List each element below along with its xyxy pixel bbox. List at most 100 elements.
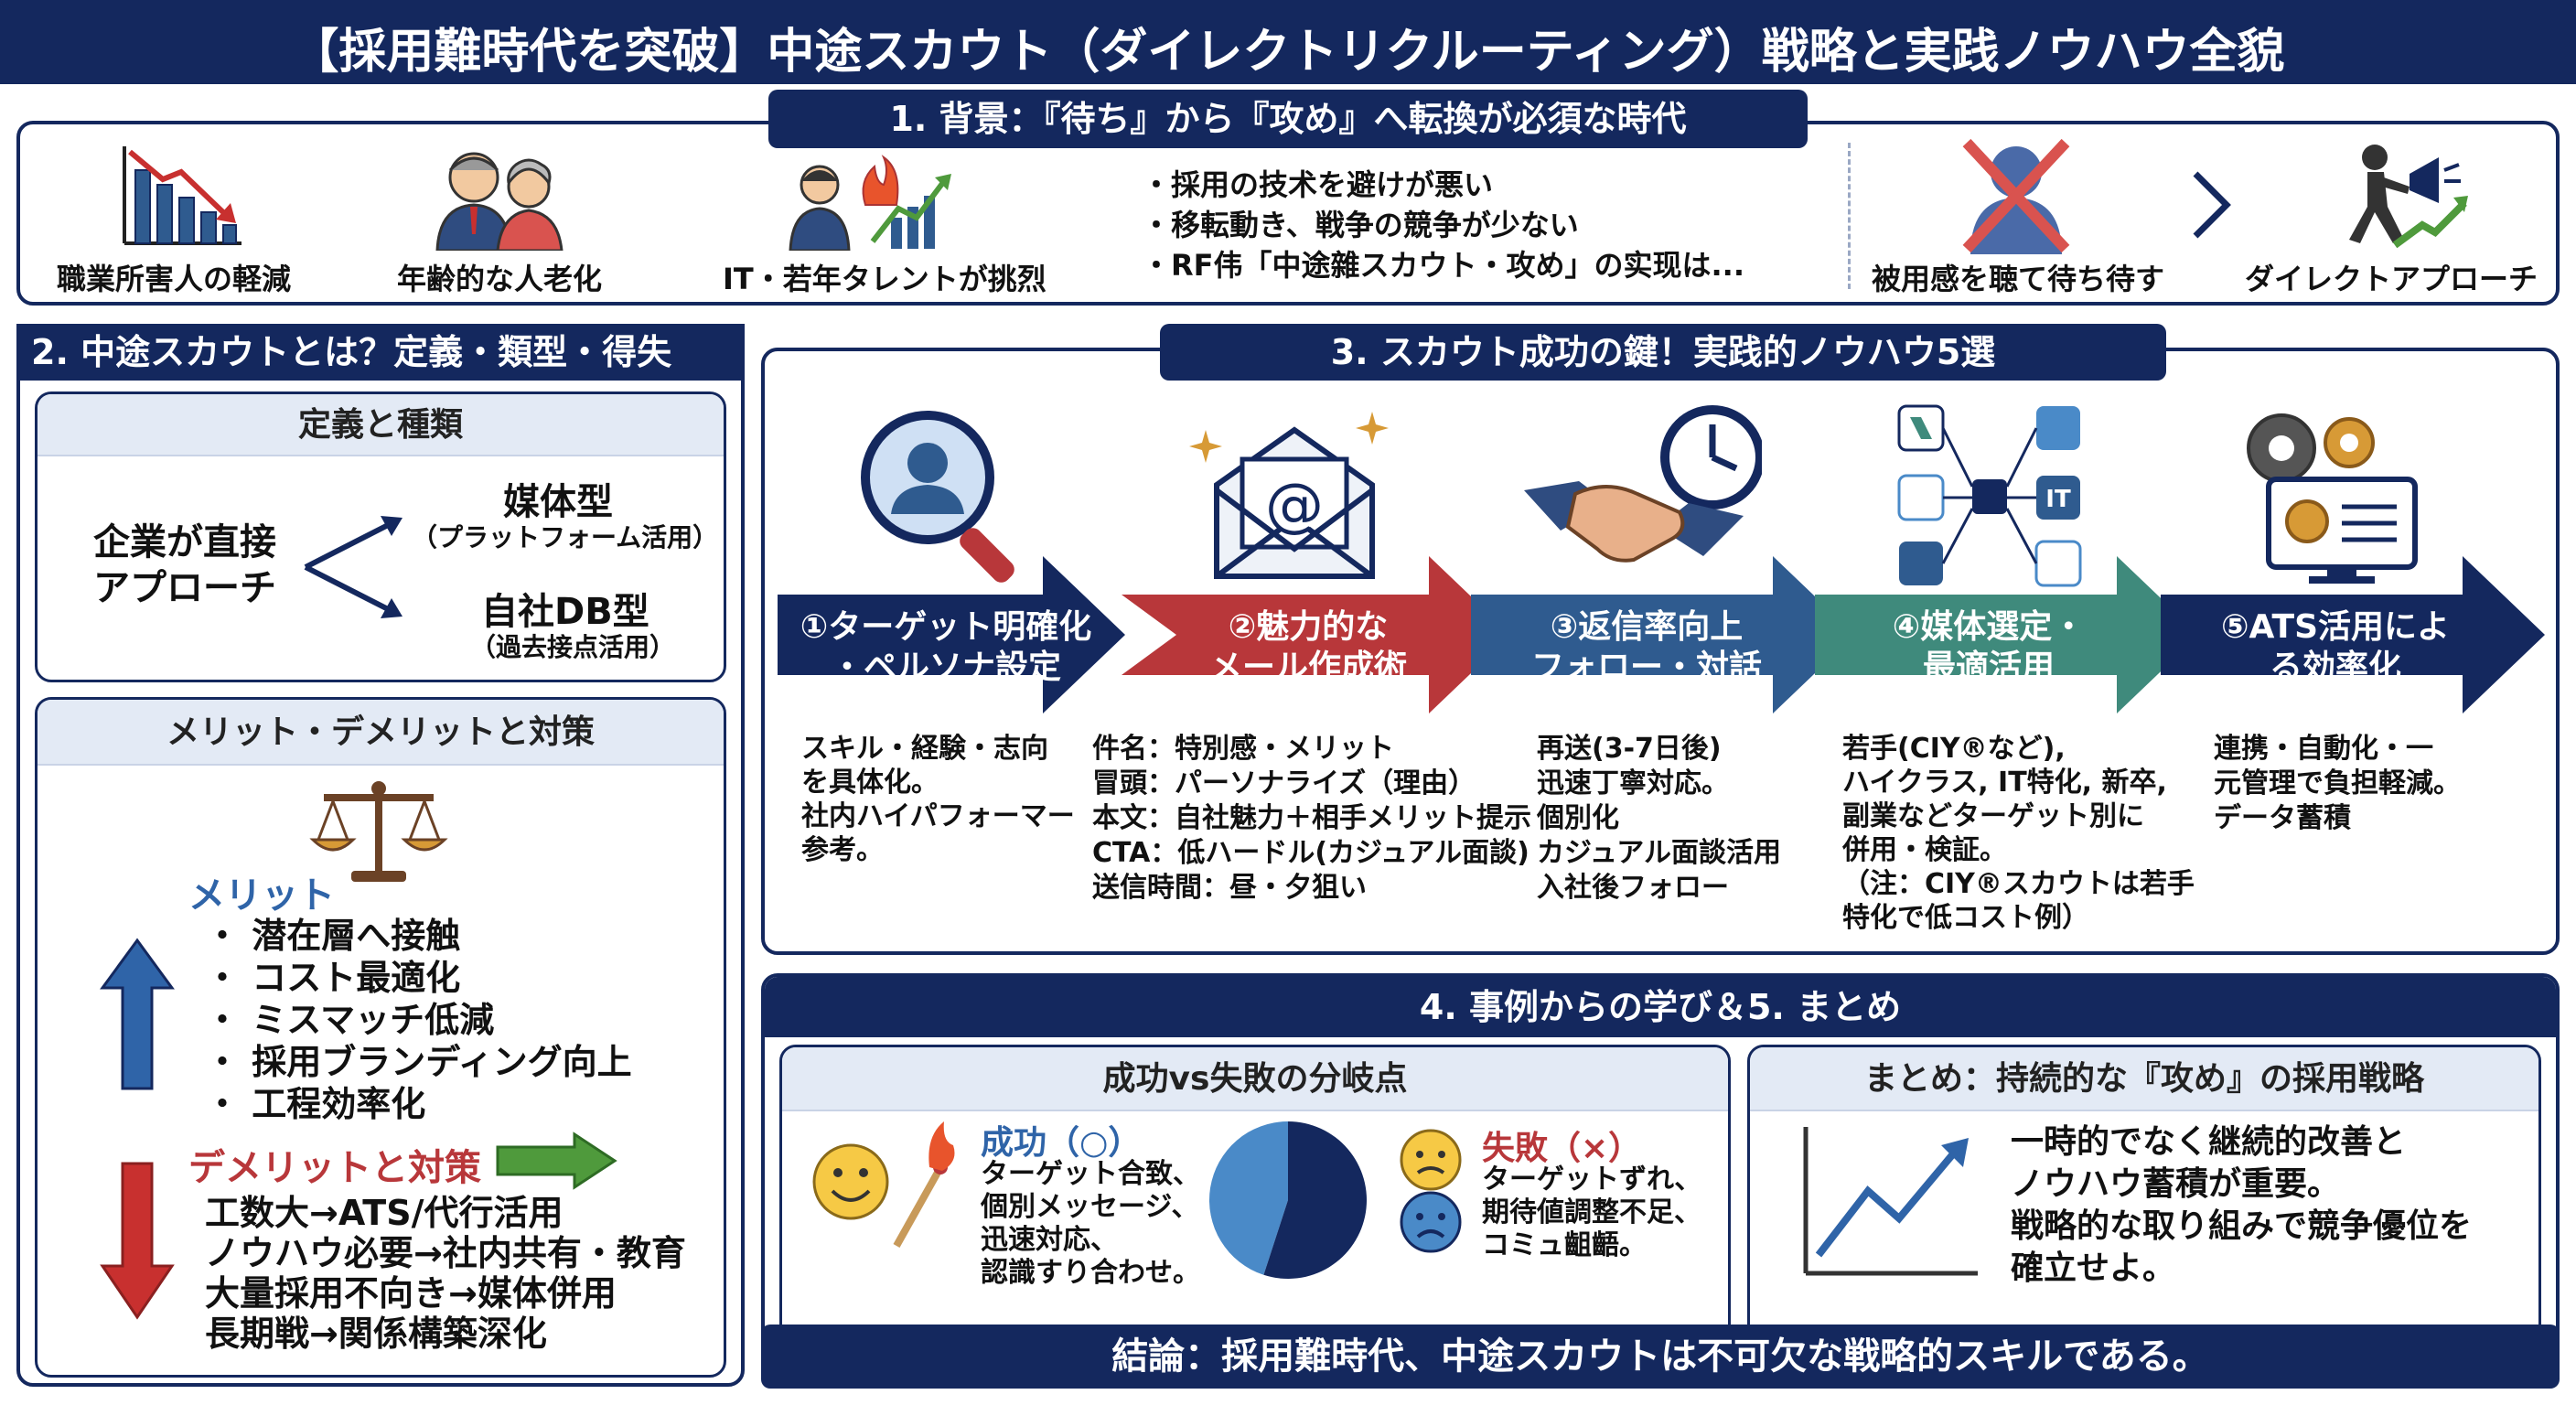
success-body-line: 個別メッセージ、 bbox=[981, 1191, 1199, 1223]
step2-body: 件名：特別感・メリット 冒頭：パーソナライズ（理由） 本文：自社魅力＋相手メリッ… bbox=[1092, 732, 1531, 906]
step3-body-line: 個別化 bbox=[1537, 802, 1619, 834]
merit-item: ・ 採用ブランディング向上 bbox=[205, 1042, 632, 1082]
fail-label: 失敗（×） bbox=[1482, 1130, 1642, 1167]
section1-bullet: ・移転動き、戦争の競争が少ない bbox=[1142, 208, 1579, 242]
platform-network-icon: IT bbox=[1884, 399, 2095, 591]
step2-body-line: CTA：低ハードル(カジュアル面談) bbox=[1092, 837, 1530, 869]
step4-body-line: 併用・検証。 bbox=[1842, 834, 2007, 866]
title-bar bbox=[0, 0, 2576, 84]
fail-body-line: 期待値調整不足、 bbox=[1482, 1196, 1701, 1228]
fail-body: ターゲットずれ、 期待値調整不足、 コミュ齟齬。 bbox=[1482, 1164, 1701, 1262]
success-fail-pie bbox=[1206, 1118, 1370, 1282]
merit-label: メリット bbox=[188, 874, 335, 917]
sad-faces-icon bbox=[1394, 1127, 1467, 1255]
background-section bbox=[16, 121, 2560, 306]
type2-note: （過去接点活用） bbox=[470, 632, 676, 662]
gears-monitor-icon bbox=[2232, 402, 2424, 585]
section4-heading: 4. 事例からの学び＆5. まとめ bbox=[765, 977, 2556, 1037]
declining-bar-chart-icon bbox=[117, 143, 245, 251]
demerit-item: 大量採用不向き→媒体併用 bbox=[205, 1273, 617, 1314]
step3-body-line: 迅速丁寧対応。 bbox=[1537, 767, 1729, 799]
conclusion-bar: 結論：採用難時代、中途スカウトは不可欠な戦略的スキルである。 bbox=[761, 1325, 2560, 1389]
step4-title-line: ④媒体選定・ bbox=[1892, 608, 2086, 646]
demerit-item: ノウハウ必要→社内共有・教育 bbox=[205, 1233, 686, 1273]
step1-title-line: ・ペルソナ設定 bbox=[830, 649, 1061, 686]
demerit-label: デメリットと対策 bbox=[188, 1147, 481, 1189]
waiting-crossed-icon bbox=[1952, 135, 2080, 254]
elderly-couple-icon bbox=[430, 143, 567, 251]
step1-body-line: 社内ハイパフォーマー bbox=[801, 800, 1075, 832]
section1-item1-label: 職業所害人の軽減 bbox=[57, 262, 292, 296]
it-talent-growth-icon bbox=[789, 154, 953, 251]
step3-body-line: カジュアル面談活用 bbox=[1537, 837, 1781, 869]
summary-body: 一時的でなく継続的改善と ノウハウ蓄積が重要。 戦略的な取り組みで競争優位を 確… bbox=[2011, 1121, 2472, 1290]
fail-body-line: コミュ齟齬。 bbox=[1482, 1229, 1647, 1261]
section1-bullet: ・RF伟「中途雜スカウト・攻め」の实现は... bbox=[1142, 248, 1744, 283]
step3-body: 再送(3-7日後) 迅速丁寧対応。 個別化 カジュアル面談活用 入社後フォロー bbox=[1537, 732, 1781, 906]
step5-title-line: る効率化 bbox=[2269, 649, 2401, 686]
step5-title-line: ⑤ATS活用によ bbox=[2220, 608, 2451, 646]
step2-title: ②魅力的な メール作成術 bbox=[1162, 607, 1454, 688]
step-arrow-1 bbox=[778, 556, 1125, 713]
green-right-arrow-icon bbox=[494, 1131, 618, 1191]
section1-item3-label: IT・若年タレントが挑烈 bbox=[723, 262, 1046, 296]
step5-body-line: データ蓄積 bbox=[2214, 802, 2351, 834]
section3-heading: 3. スカウト成功の鍵！実践的ノウハウ5選 bbox=[1160, 324, 2166, 381]
step-arrow-3 bbox=[1471, 556, 1855, 713]
down-arrow-icon bbox=[99, 1160, 176, 1321]
section1-divider bbox=[1848, 143, 1851, 289]
step1-body-line: を具体化。 bbox=[801, 767, 939, 799]
success-body-line: 認識すり合わせ。 bbox=[981, 1257, 1200, 1289]
svg-text:@: @ bbox=[1265, 472, 1324, 540]
step3-title-line: ③返信率向上 bbox=[1550, 608, 1744, 646]
summary-body-line: 一時的でなく継続的改善と bbox=[2011, 1123, 2407, 1161]
definition-root-line: 企業が直接 bbox=[93, 521, 276, 563]
demerit-item: 工数大→ATS/代行活用 bbox=[205, 1193, 564, 1233]
step1-body: スキル・経験・志向 を具体化。 社内ハイパフォーマー 参考。 bbox=[801, 732, 1075, 867]
up-arrow-icon bbox=[99, 937, 176, 1092]
step3-body-line: 入社後フォロー bbox=[1537, 872, 1729, 904]
demerit-item: 長期戦→関係構築深化 bbox=[205, 1314, 547, 1354]
balance-scale-icon bbox=[306, 776, 452, 885]
step4-body-line: ハイクラス, IT特化, 新卒, bbox=[1842, 767, 2167, 799]
type2-label: 自社DB型 bbox=[481, 591, 649, 633]
shift-to-label: ダイレクトアプローチ bbox=[2245, 262, 2538, 296]
step5-title: ⑤ATS活用によ る効率化 bbox=[2194, 607, 2477, 688]
step3-title: ③返信率向上 フォロー・対話 bbox=[1500, 607, 1793, 688]
summary-body-line: 戦略的な取り組みで競争優位を bbox=[2011, 1207, 2473, 1245]
definition-box: 定義と種類 bbox=[35, 391, 726, 682]
step2-title-line: ②魅力的な bbox=[1228, 608, 1389, 646]
summary-title: まとめ：持続的な『攻め』の採用戦略 bbox=[1750, 1047, 2538, 1111]
section1-heading: 1. 背景：『待ち』から『攻め』へ転換が必須な時代 bbox=[768, 90, 1808, 148]
handshake-clock-icon bbox=[1524, 402, 1762, 585]
chevron-right-icon bbox=[2188, 168, 2234, 241]
page-title: 【採用難時代を突破】中途スカウト（ダイレクトリクルーティング）戦略と実践ノウハウ… bbox=[291, 25, 2285, 80]
shift-from-label: 被用感を聴て待ち待す bbox=[1872, 262, 2165, 296]
success-body: ターゲット合致、 個別メッセージ、 迅速対応、 認識すり合わせ。 bbox=[981, 1158, 1200, 1290]
section1-bullet: ・採用の技术を避けが悪い bbox=[1142, 167, 1494, 202]
success-label: 成功（○） bbox=[981, 1124, 1142, 1162]
step4-body-line: 副業などターゲット別に bbox=[1842, 800, 2144, 832]
step2-body-line: 冒頭：パーソナライズ（理由） bbox=[1092, 767, 1476, 799]
definition-root: 企業が直接 アプローチ bbox=[93, 520, 276, 611]
compare-title: 成功vs失敗の分岐点 bbox=[782, 1047, 1728, 1111]
section1-bullets: ・採用の技术を避けが悪い ・移転動き、戦争の競争が少ない ・RF伟「中途雜スカウ… bbox=[1142, 165, 1744, 285]
step1-body-line: スキル・経験・志向 bbox=[801, 733, 1048, 765]
definition-root-line: アプローチ bbox=[93, 567, 276, 609]
step2-body-line: 本文：自社魅力＋相手メリット提示 bbox=[1092, 802, 1531, 834]
pie-slice-success bbox=[1263, 1121, 1367, 1279]
summary-box: まとめ：持続的な『攻め』の採用戦略 bbox=[1747, 1045, 2541, 1346]
definition-title: 定義と種類 bbox=[38, 394, 724, 456]
merit-list: ・ 潜在層へ接触 ・ コスト最適化 ・ ミスマッチ低減 ・ 採用ブランディング向… bbox=[205, 915, 632, 1125]
step1-body-line: 参考。 bbox=[801, 834, 884, 866]
merit-box-title: メリット・デメリットと対策 bbox=[38, 700, 724, 766]
type1-label: 媒体型 bbox=[503, 481, 613, 523]
merit-item: ・ 工程効率化 bbox=[205, 1084, 426, 1124]
step2-body-line: 送信時間：昼・夕狙い bbox=[1092, 872, 1367, 904]
step4-body: 若手(CIY®など), ハイクラス, IT特化, 新卒, 副業などターゲット別に… bbox=[1842, 732, 2195, 935]
step1-title-line: ①ターゲット明確化 bbox=[800, 608, 1092, 646]
merit-item: ・ 潜在層へ接触 bbox=[205, 916, 461, 956]
step-arrow-5 bbox=[2161, 556, 2545, 713]
step4-body-line: 若手(CIY®など), bbox=[1842, 733, 2066, 765]
success-body-line: ターゲット合致、 bbox=[981, 1158, 1200, 1190]
